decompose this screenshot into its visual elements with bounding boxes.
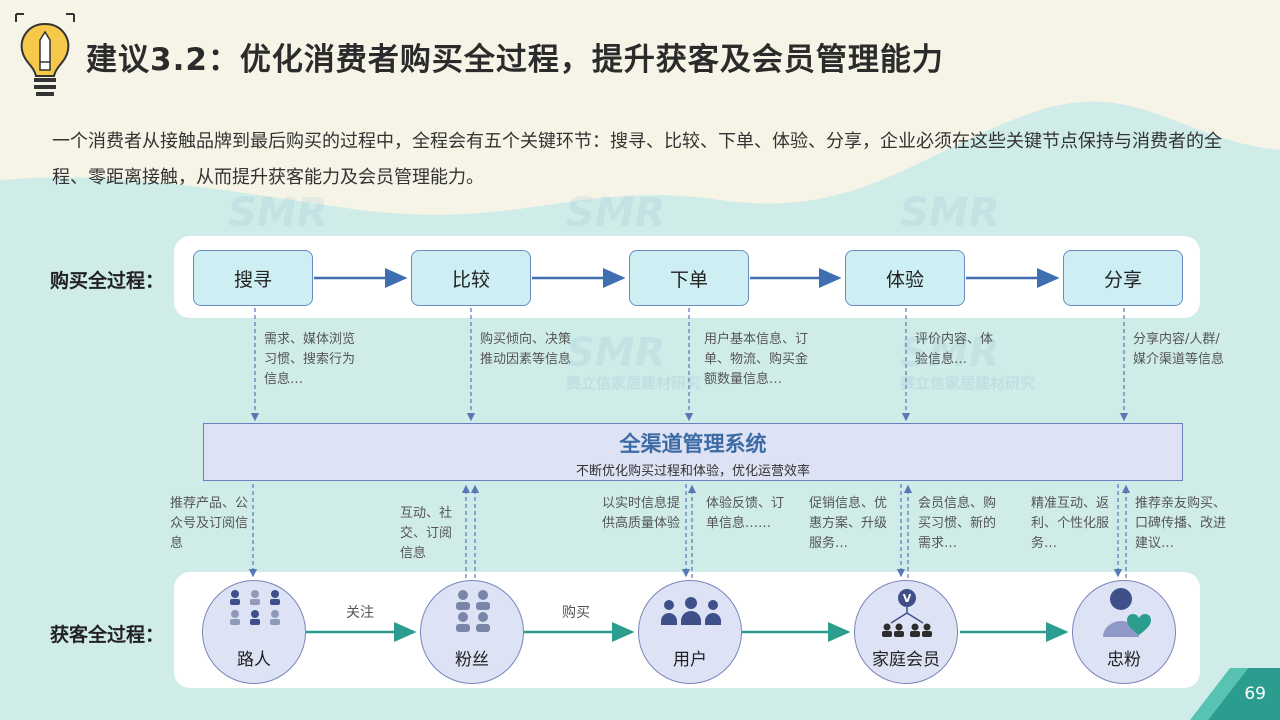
acquisition-row-label: 获客全过程： <box>50 624 165 646</box>
group-icon <box>456 590 490 632</box>
stage-label: 粉丝 <box>455 650 489 670</box>
feedback-note: 推荐亲友购买、口碑传播、改进建议… <box>1135 496 1227 551</box>
note-compare: 购买倾向、决策推动因素等信息 <box>480 332 572 367</box>
feedback-note: 推荐产品、公众号及订阅信息 <box>170 496 249 551</box>
note-experience: 评价内容、体验信息… <box>915 332 994 367</box>
note-share: 分享内容/人群/媒介渠道等信息 <box>1133 332 1225 367</box>
loyal-heart-icon <box>1103 588 1151 637</box>
feedback-note: 促销信息、优惠方案、升级服务… <box>809 496 888 551</box>
step-order: 下单 <box>629 250 749 306</box>
lightbulb-icon <box>15 13 75 96</box>
feedback-note: 会员信息、购买习惯、新的需求… <box>918 496 997 551</box>
purchase-row-label: 购买全过程： <box>50 270 165 292</box>
svg-text:V: V <box>903 592 912 605</box>
intro-paragraph: 一个消费者从接触品牌到最后购买的过程中，全程会有五个关键环节：搜寻、比较、下单、… <box>52 131 1222 188</box>
stage-user: 用户 <box>638 580 742 684</box>
users-icon <box>661 597 721 625</box>
vip-family-icon: V <box>882 589 932 637</box>
stage-passerby: 路人 <box>202 580 306 684</box>
crowd-icon <box>230 590 280 625</box>
feedback-note: 精准互动、返利、个性化服务… <box>1031 496 1110 551</box>
feedback-note: 互动、社交、订阅信息 <box>400 506 453 561</box>
stage-label: 路人 <box>237 650 271 670</box>
system-title: 全渠道管理系统 <box>619 432 767 456</box>
step-search: 搜寻 <box>193 250 313 306</box>
stage-label: 用户 <box>673 650 707 670</box>
step-compare: 比较 <box>411 250 531 306</box>
omnichannel-system: 全渠道管理系统 不断优化购买过程和体验，优化运营效率 <box>203 423 1183 481</box>
transition-purchase: 购买 <box>562 605 590 621</box>
stage-label: 忠粉 <box>1107 650 1141 670</box>
step-experience: 体验 <box>845 250 965 306</box>
feedback-note: 体验反馈、订单信息…… <box>706 496 785 531</box>
stage-label: 家庭会员 <box>872 650 940 670</box>
step-share: 分享 <box>1063 250 1183 306</box>
note-search: 需求、媒体浏览习惯、搜索行为信息… <box>264 332 356 387</box>
stage-loyal-fan: 忠粉 <box>1072 580 1176 684</box>
system-subtitle: 不断优化购买过程和体验，优化运营效率 <box>575 464 810 479</box>
stage-fan: 粉丝 <box>420 580 524 684</box>
feedback-note: 以实时信息提供高质量体验 <box>602 496 681 531</box>
transition-follow: 关注 <box>346 605 374 621</box>
stage-family-member: V 家庭会员 <box>854 580 958 684</box>
page-number: 69 <box>1244 684 1266 704</box>
page-title: 建议3.2：优化消费者购买全过程，提升获客及会员管理能力 <box>86 42 944 78</box>
note-order: 用户基本信息、订单、物流、购买金额数量信息… <box>704 332 809 387</box>
